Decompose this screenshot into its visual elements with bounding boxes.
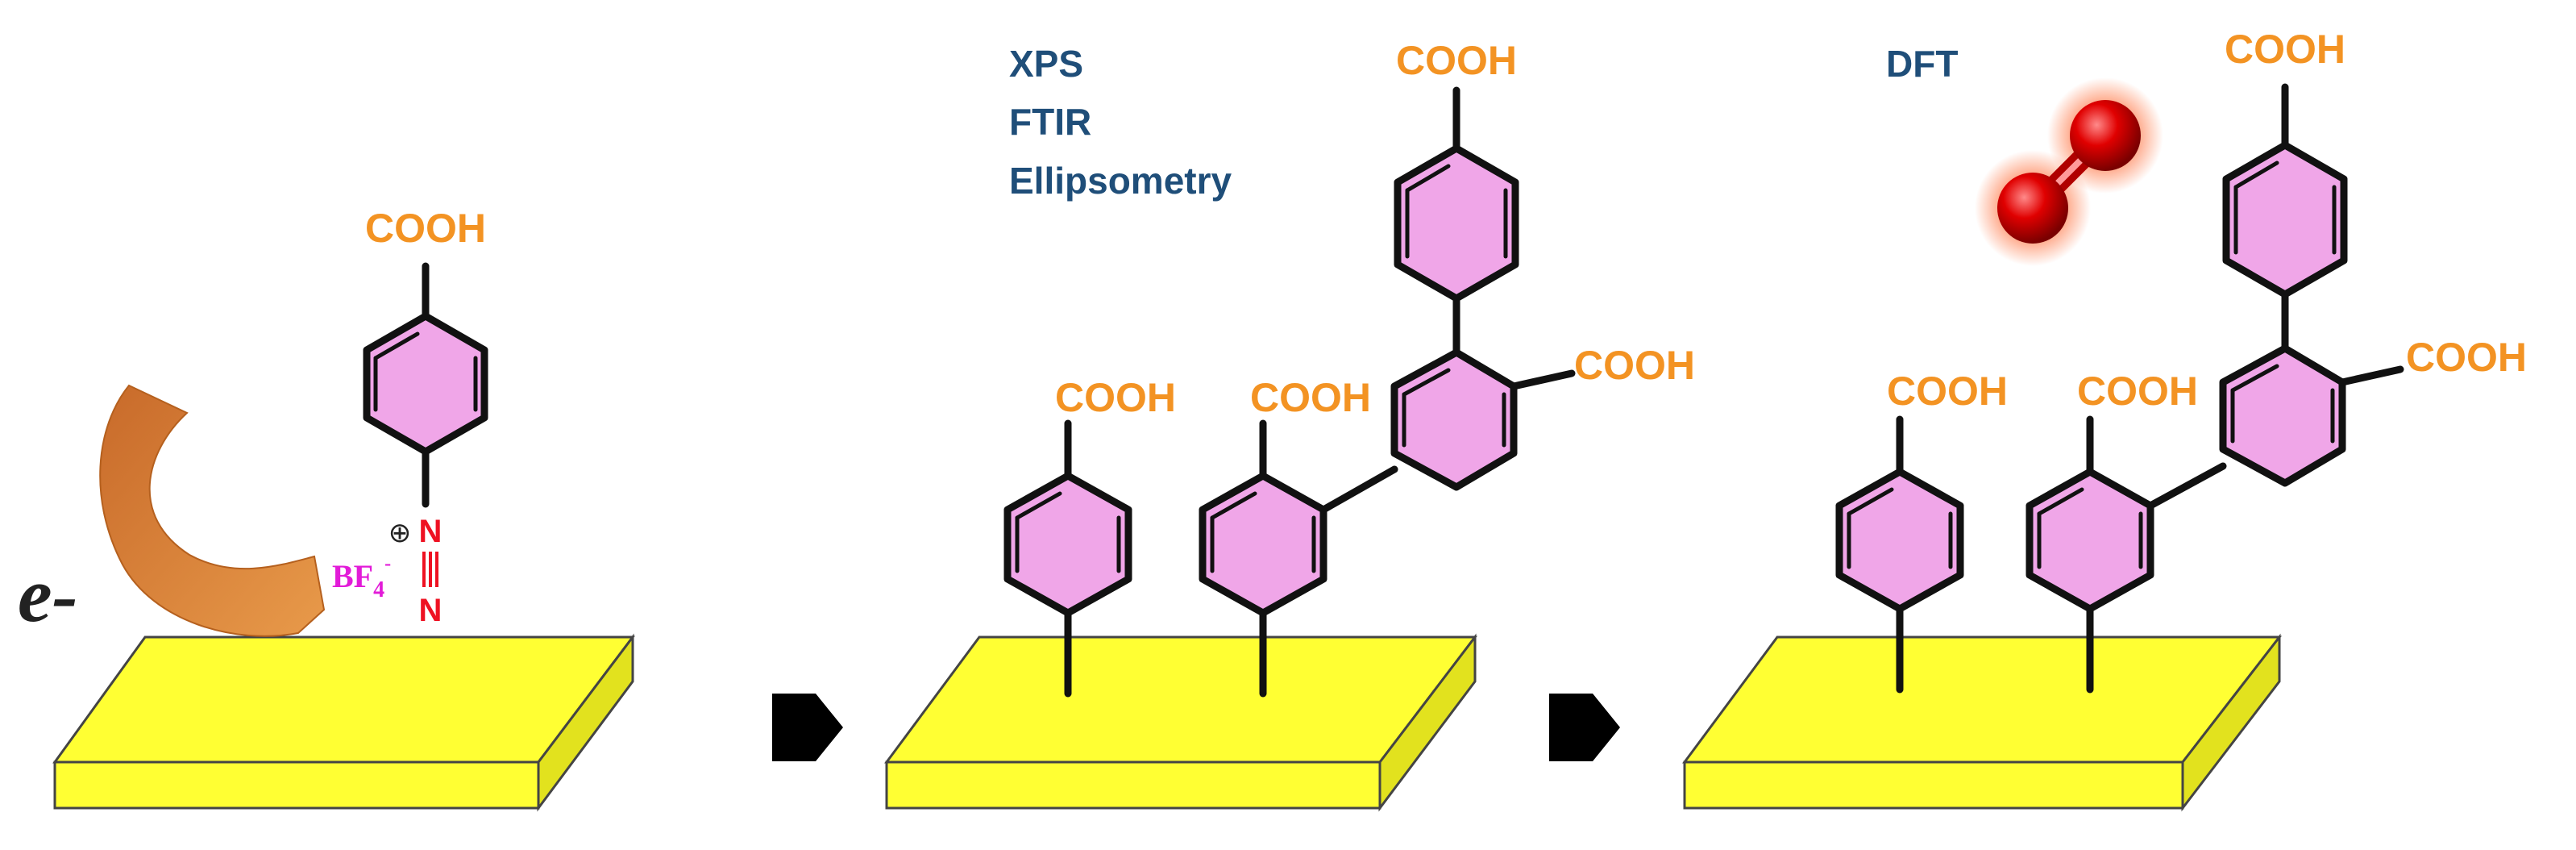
nitrogen-atom-1: N	[419, 514, 442, 549]
gold-substrate-3	[1682, 633, 2283, 812]
counterion-subscript: 4	[373, 577, 384, 602]
arrow-right-icon	[1549, 694, 1620, 761]
cooh-label: COOH	[2077, 369, 2198, 414]
oxygen-molecule-icon	[1975, 77, 2163, 266]
gold-substrate-2	[884, 633, 1478, 812]
panel-1-diazonium-reduction: e- COOH N N ⊕ BF4-	[18, 206, 636, 812]
triple-bond	[422, 552, 438, 587]
technique-ftir: FTIR	[1009, 101, 1091, 143]
cooh-label: COOH	[2406, 335, 2527, 380]
aryl-ring	[1003, 472, 1132, 617]
electron-label: e-	[18, 552, 78, 638]
panel-3-dft-oxygen: DFT COOH	[1682, 27, 2527, 812]
aryl-ring	[1199, 472, 1327, 617]
cooh-label: COOH	[1396, 38, 1517, 83]
techniques-list: XPS FTIR Ellipsometry	[1009, 43, 1232, 202]
panel-2-grafted-layer: XPS FTIR Ellipsometry COOH COOH	[884, 38, 1695, 812]
aryl-ring	[1835, 468, 1964, 613]
technique-xps: XPS	[1009, 43, 1083, 85]
technique-dft: DFT	[1886, 43, 1958, 85]
electron-transfer-arrow	[99, 384, 326, 637]
diazonium-benzene-ring	[363, 312, 488, 456]
arrow-right-icon	[772, 694, 843, 761]
cooh-label: COOH	[2225, 27, 2345, 72]
aryl-ring	[2025, 468, 2154, 613]
counterion-formula: BF	[332, 558, 373, 594]
technique-ellipsometry: Ellipsometry	[1009, 160, 1232, 202]
aryl-ring	[1390, 348, 1518, 491]
cooh-label: COOH	[1574, 343, 1695, 388]
aryl-ring	[1394, 144, 1519, 302]
tetrafluoroborate-counterion: BF4-	[332, 553, 391, 602]
cooh-label: COOH	[1887, 369, 2008, 414]
cooh-label: COOH	[365, 206, 486, 251]
cooh-label: COOH	[1055, 375, 1176, 420]
nitrogen-atom-2: N	[419, 593, 442, 628]
counterion-superscript: -	[384, 553, 391, 574]
aryl-ring	[2219, 344, 2346, 487]
aryl-ring	[2222, 141, 2348, 298]
cooh-label: COOH	[1250, 375, 1371, 420]
positive-charge-symbol: ⊕	[388, 518, 412, 548]
gold-substrate-1	[52, 633, 636, 812]
